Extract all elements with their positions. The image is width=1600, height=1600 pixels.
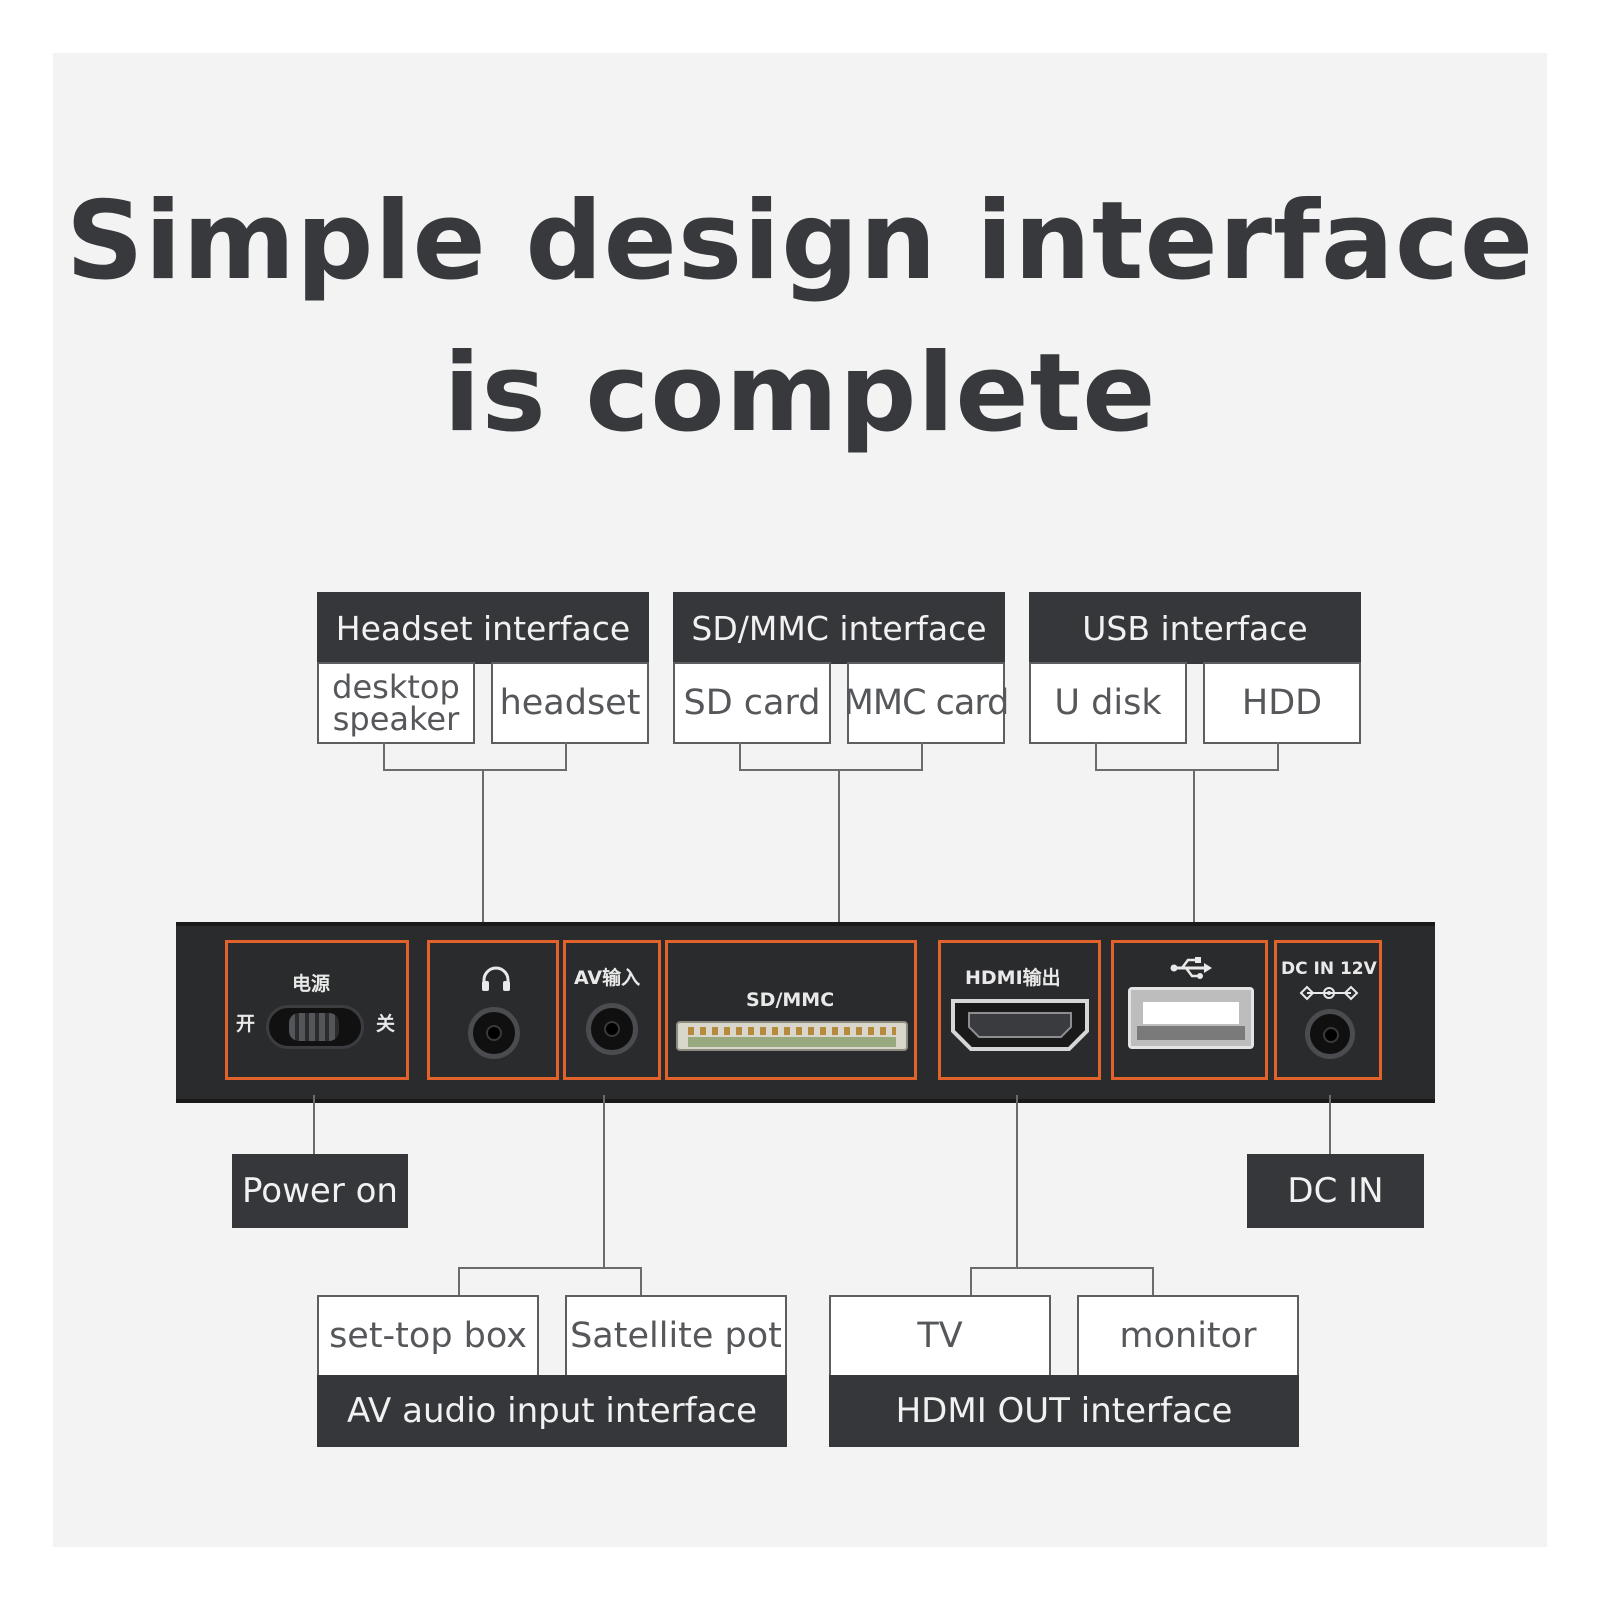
usb-icon: [1170, 957, 1212, 979]
group-title-sdmmc: SD/MMC interface: [673, 592, 1005, 664]
connector-line: [921, 742, 923, 771]
callout-dc-in: DC IN: [1247, 1154, 1424, 1228]
item-satellite-pot: Satellite pot: [565, 1295, 787, 1377]
connector-line: [1329, 1095, 1331, 1155]
heading-line-2: is complete: [443, 331, 1157, 456]
device-back-panel: 电源 开 关 AV输入 SD/MMC HDMI输出: [176, 922, 1435, 1103]
item-tv: TV: [829, 1295, 1051, 1377]
headphone-jack[interactable]: [468, 1007, 520, 1059]
connector-line: [1016, 1095, 1018, 1269]
connector-line: [1277, 742, 1279, 771]
connector-line: [1095, 769, 1279, 771]
label-on: 开: [236, 1013, 256, 1035]
port-dc-in: DC IN 12V: [1274, 940, 1382, 1080]
port-headphone: [427, 940, 559, 1080]
connector-line: [838, 769, 840, 934]
slot-contacts: [688, 1027, 896, 1035]
headphone-icon: [482, 966, 510, 991]
connector-line: [313, 1095, 315, 1155]
label-off: 关: [376, 1013, 396, 1035]
label-power: 电源: [292, 973, 331, 995]
connector-line: [458, 1267, 460, 1296]
label-sd: SD/MMC: [746, 989, 835, 1011]
slot-board: [688, 1037, 896, 1047]
connector-line: [739, 742, 741, 771]
connector-line: [482, 769, 484, 922]
heading-line-1: Simple design interface: [65, 179, 1535, 304]
connector-line: [970, 1267, 972, 1296]
port-hdmi-out: HDMI输出: [938, 940, 1101, 1080]
usb-cavity: [1137, 1026, 1245, 1040]
hdmi-port[interactable]: [949, 997, 1091, 1053]
group-title-hdmi-out: HDMI OUT interface: [829, 1375, 1299, 1447]
connector-line: [565, 742, 567, 771]
port-power-switch: 电源 开 关: [225, 940, 409, 1080]
item-hdd: HDD: [1203, 662, 1361, 744]
item-u-disk: U disk: [1029, 662, 1187, 744]
group-title-usb: USB interface: [1029, 592, 1361, 664]
usb-tongue: [1143, 1002, 1239, 1024]
connector-line: [383, 742, 385, 771]
connector-line: [1152, 1267, 1154, 1296]
sd-card-slot[interactable]: [676, 1021, 908, 1051]
group-title-av-input: AV audio input interface: [317, 1375, 787, 1447]
label-av: AV输入: [574, 967, 641, 989]
dc-polarity-icon: [1299, 985, 1359, 1001]
label-hdmi: HDMI输出: [965, 967, 1061, 989]
port-av-input: AV输入: [563, 940, 661, 1080]
port-usb: [1111, 940, 1268, 1080]
usb-port[interactable]: [1128, 987, 1254, 1049]
connector-line: [640, 1267, 642, 1296]
connector-line: [383, 769, 567, 771]
connector-line: [458, 1267, 642, 1269]
connector-line: [970, 1267, 1154, 1269]
port-sdmmc: SD/MMC: [665, 940, 917, 1080]
item-monitor: monitor: [1077, 1295, 1299, 1377]
connector-line: [1193, 769, 1195, 922]
power-switch[interactable]: [266, 1005, 364, 1049]
item-sd-card: SD card: [673, 662, 831, 744]
item-mmc-card: MMC card: [844, 662, 1009, 744]
callout-power-on: Power on: [232, 1154, 408, 1228]
group-title-headset: Headset interface: [317, 592, 649, 664]
switch-knob: [289, 1013, 339, 1041]
connector-line: [603, 1095, 605, 1269]
item-headset: headset: [491, 662, 649, 744]
dc-jack[interactable]: [1305, 1009, 1355, 1059]
item-desktop-speaker: desktop speaker: [317, 662, 475, 744]
av-jack[interactable]: [586, 1003, 638, 1055]
label-dc: DC IN 12V: [1281, 959, 1377, 979]
connector-line: [739, 769, 923, 771]
connector-line: [1095, 742, 1097, 771]
item-set-top-box: set-top box: [317, 1295, 539, 1377]
